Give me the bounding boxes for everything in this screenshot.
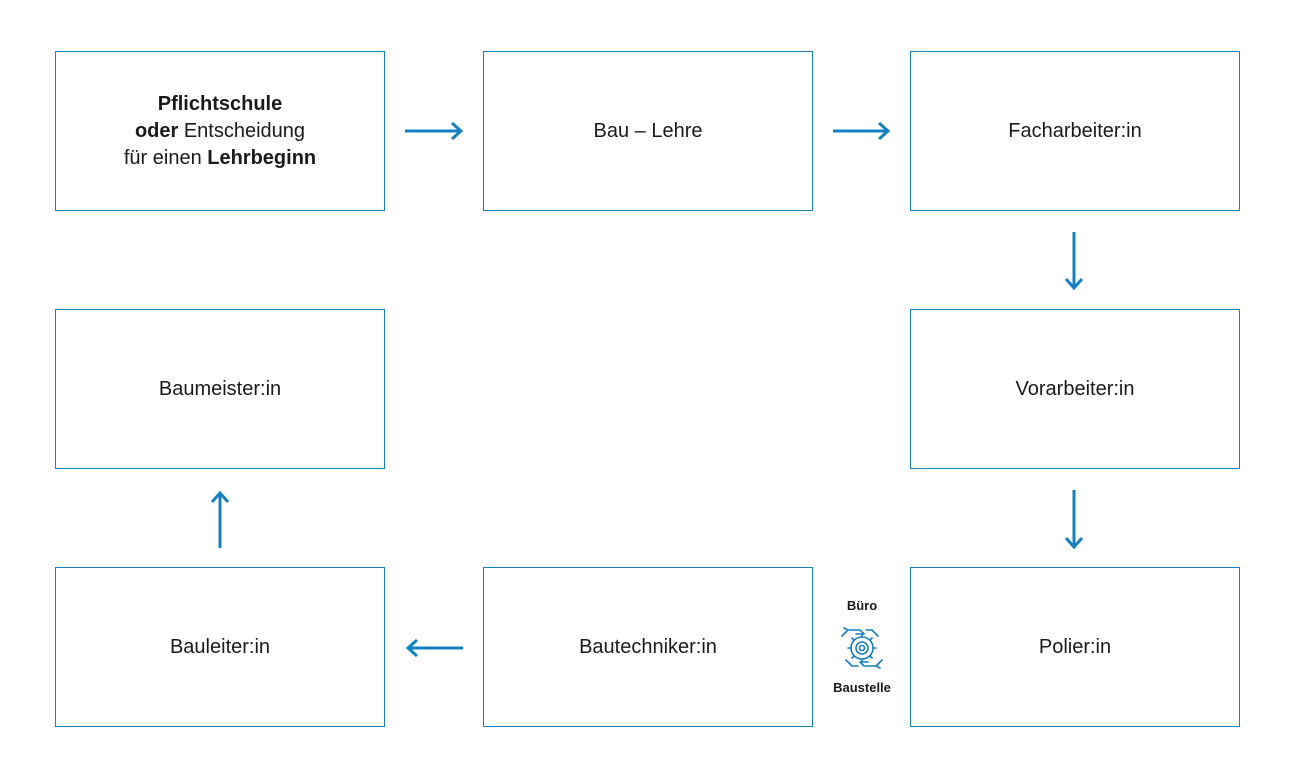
pflichtschule-label: Pflichtschule — [157, 92, 283, 115]
box-bautechniker: Bautechniker:in — [483, 567, 813, 727]
bau-lehre-label: Bau – Lehre — [593, 119, 703, 142]
arrow-down-icon — [1064, 490, 1084, 550]
fuer-einen-label: für einen — [123, 146, 208, 169]
entscheidung-label: Entscheidung — [178, 119, 306, 142]
box-pflichtschule-text: Pflichtschule oder Entscheidung für eine… — [124, 91, 316, 172]
box-facharbeiter: Facharbeiter:in — [910, 51, 1240, 211]
arrow-down-icon — [1064, 232, 1084, 291]
box-bauleiter: Bauleiter:in — [55, 567, 385, 727]
baumeister-label: Baumeister:in — [158, 377, 282, 400]
box-vorarbeiter: Vorarbeiter:in — [910, 309, 1240, 469]
box-baumeister: Baumeister:in — [55, 309, 385, 469]
arrow-up-icon — [210, 490, 230, 548]
baustelle-label: Baustelle — [833, 680, 891, 695]
bautechniker-label: Bautechniker:in — [579, 635, 717, 658]
box-pflichtschule: Pflichtschule oder Entscheidung für eine… — [55, 51, 385, 211]
buero-baustelle-exchange: Büro Baustelle — [826, 598, 898, 698]
arrow-right-icon — [405, 121, 464, 141]
polier-label: Polier:in — [1038, 635, 1112, 658]
bauleiter-label: Bauleiter:in — [169, 635, 271, 658]
vorarbeiter-label: Vorarbeiter:in — [1015, 377, 1135, 400]
box-bau-lehre: Bau – Lehre — [483, 51, 813, 211]
box-polier: Polier:in — [910, 567, 1240, 727]
arrow-right-icon — [833, 121, 891, 141]
lehrbeginn-label: Lehrbeginn — [207, 146, 317, 169]
gear-hands-icon — [841, 627, 883, 669]
arrow-left-icon — [405, 638, 463, 658]
buero-label: Büro — [846, 598, 878, 613]
facharbeiter-label: Facharbeiter:in — [1008, 119, 1142, 142]
oder-label: oder — [134, 119, 179, 142]
